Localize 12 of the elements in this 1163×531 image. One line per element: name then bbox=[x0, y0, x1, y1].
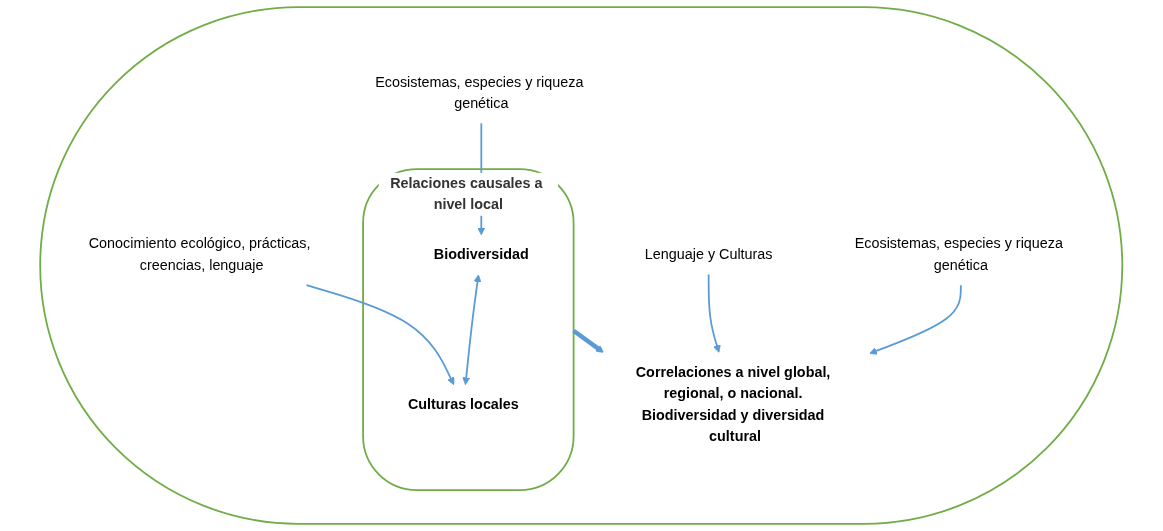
node-text: Culturas locales bbox=[408, 396, 520, 412]
arrow bbox=[462, 274, 482, 386]
node-text: Lenguaje y Culturas bbox=[645, 246, 773, 262]
arrow bbox=[869, 284, 962, 355]
node-text: Correlaciones a nivel global, regional, o nacional. Biodiversidad y diversidad cultural bbox=[636, 364, 831, 444]
node-text: Biodiversidad bbox=[434, 246, 530, 262]
node-text: Ecosistemas, especies y riqueza genética bbox=[375, 74, 584, 111]
node-text: Ecosistemas, especies y riqueza genética bbox=[855, 235, 1064, 273]
arrow bbox=[305, 284, 455, 386]
arrow bbox=[572, 328, 605, 353]
arrow bbox=[708, 273, 721, 353]
node-text: Conocimiento ecológico, prácticas, creencias, lenguaje bbox=[89, 235, 311, 273]
